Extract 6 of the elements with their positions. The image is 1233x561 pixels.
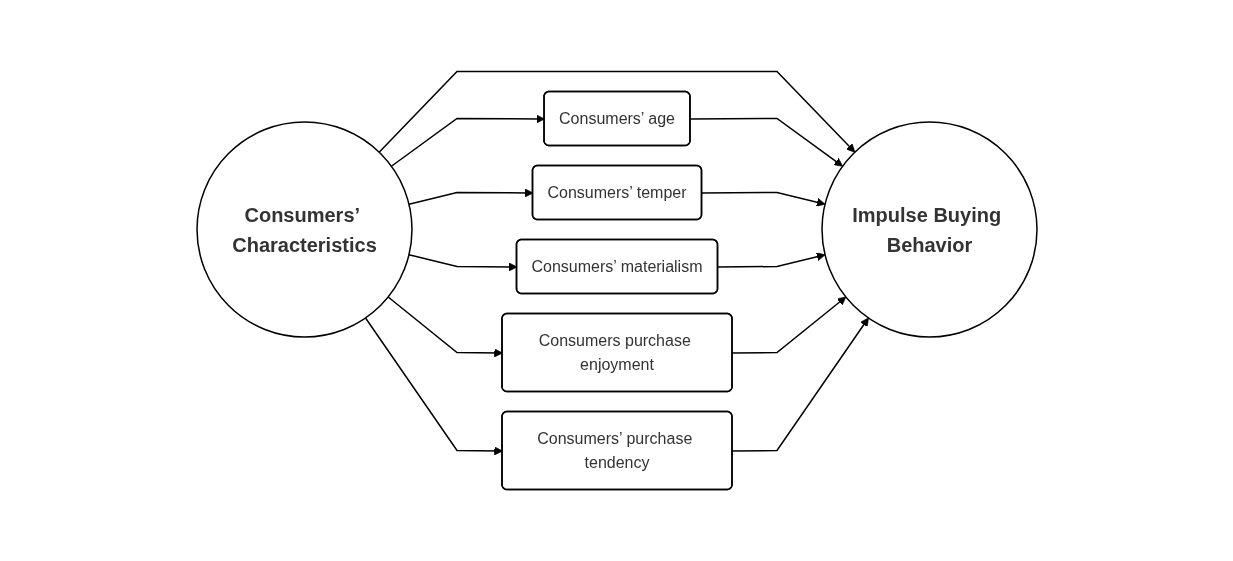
arrow [731,296,846,354]
arrow [731,317,869,452]
node-circle: Impulse Buying Behavior [820,121,1038,338]
arrow [689,117,843,167]
node-circle: Consumers’ Characteristics [195,121,413,338]
arrow [377,70,855,153]
